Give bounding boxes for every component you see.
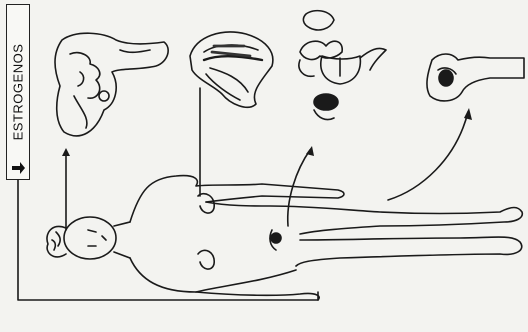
connector-bone xyxy=(388,112,468,200)
breast-tissue-icon xyxy=(190,32,273,107)
body-outline xyxy=(47,176,522,300)
hair xyxy=(47,226,66,257)
head xyxy=(64,217,116,259)
brain-icon xyxy=(55,33,168,136)
uterus-ovaries-icon xyxy=(299,11,386,120)
breast-lower xyxy=(198,250,214,269)
bone-icon xyxy=(427,54,524,101)
